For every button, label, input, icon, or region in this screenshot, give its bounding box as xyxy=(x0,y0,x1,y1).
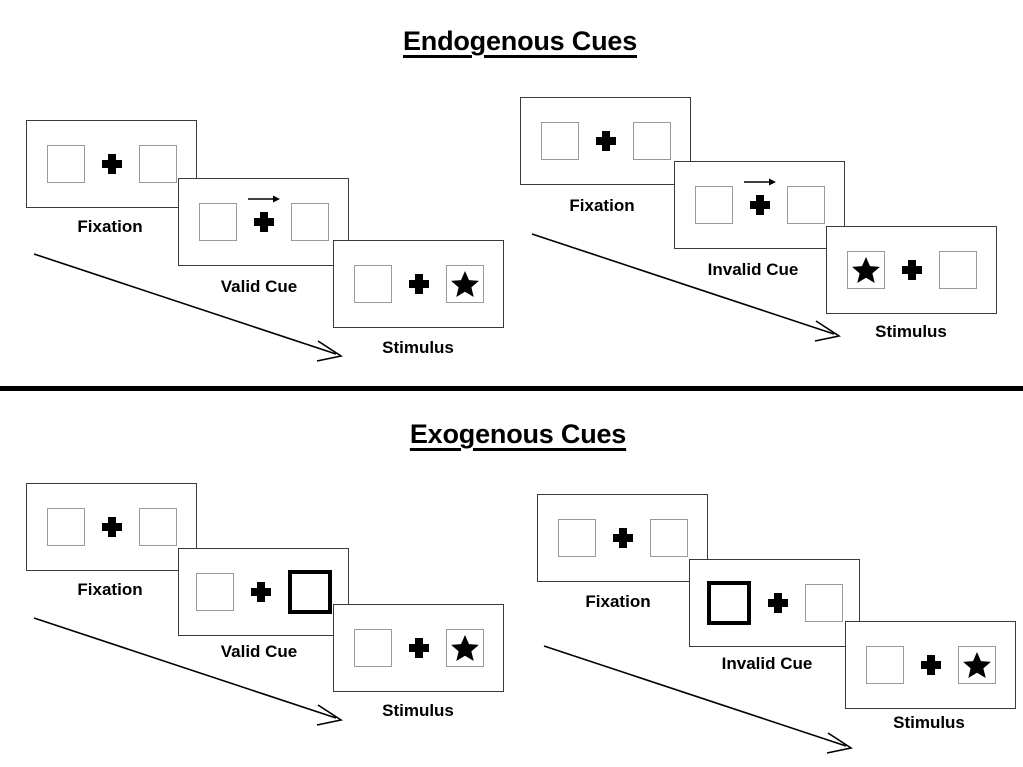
panel-label-stimulus: Stimulus xyxy=(875,322,947,341)
right-box xyxy=(138,508,177,546)
right-box xyxy=(632,122,671,160)
fixation-group xyxy=(234,581,288,603)
panel-endogenous-valid-fixation xyxy=(26,120,197,208)
plus-icon xyxy=(595,130,617,152)
fixation-group xyxy=(85,153,139,175)
panel-endogenous-invalid-fixation xyxy=(520,97,691,185)
panel-label-fixation: Fixation xyxy=(569,196,635,215)
left-box-target xyxy=(846,251,885,289)
plus-icon xyxy=(250,581,272,603)
right-box xyxy=(938,251,977,289)
left-box xyxy=(46,145,85,183)
panel-content xyxy=(27,484,196,570)
right-box xyxy=(804,584,843,622)
plus-icon xyxy=(408,637,430,659)
plus-icon xyxy=(901,259,923,281)
plus-icon xyxy=(101,516,123,538)
fixation-group xyxy=(904,654,958,676)
panel-endogenous-valid-stimulus xyxy=(333,240,504,328)
panel-content xyxy=(179,549,348,635)
panel-content xyxy=(27,121,196,207)
section-divider xyxy=(0,386,1023,391)
fixation-group xyxy=(579,130,633,152)
star-icon xyxy=(962,652,991,678)
time-arrow-icon xyxy=(33,253,344,362)
panel-content xyxy=(334,605,503,691)
panel-exogenous-invalid-fixation xyxy=(537,494,708,582)
panel-label-fixation: Fixation xyxy=(77,580,143,599)
panel-label-valid-cue: Valid Cue xyxy=(220,277,298,296)
panel-endogenous-invalid-cue xyxy=(674,161,845,249)
panel-content xyxy=(690,560,859,646)
star-icon xyxy=(450,635,479,661)
panel-content xyxy=(334,241,503,327)
fixation-group xyxy=(237,195,291,233)
fixation-group xyxy=(751,592,805,614)
panel-label-invalid-cue: Invalid Cue xyxy=(707,260,799,279)
star-icon xyxy=(450,271,479,297)
panel-content xyxy=(827,227,996,313)
star-icon xyxy=(851,257,880,283)
panel-content xyxy=(179,179,348,265)
panel-exogenous-valid-cue xyxy=(178,548,349,636)
section-title-exogenous: Exogenous Cues xyxy=(409,419,627,449)
right-box-cued xyxy=(287,570,332,614)
plus-icon xyxy=(920,654,942,676)
arrow-right-icon xyxy=(743,178,776,186)
panel-exogenous-invalid-cue xyxy=(689,559,860,647)
arrow-right-icon xyxy=(247,195,280,203)
plus-icon xyxy=(253,211,275,233)
right-box xyxy=(786,186,825,224)
plus-icon xyxy=(767,592,789,614)
panel-label-stimulus: Stimulus xyxy=(382,701,454,720)
panel-exogenous-valid-fixation xyxy=(26,483,197,571)
panel-label-fixation: Fixation xyxy=(585,592,651,611)
right-box-target xyxy=(445,265,484,303)
left-box-cued xyxy=(706,581,751,625)
right-box xyxy=(138,145,177,183)
panel-label-valid-cue: Valid Cue xyxy=(220,642,298,661)
right-box-target xyxy=(445,629,484,667)
panel-exogenous-invalid-stimulus xyxy=(845,621,1016,709)
panel-endogenous-valid-cue xyxy=(178,178,349,266)
section-title-endogenous: Endogenous Cues xyxy=(402,26,638,56)
fixation-group xyxy=(596,527,650,549)
panel-endogenous-invalid-stimulus xyxy=(826,226,997,314)
plus-icon xyxy=(408,273,430,295)
time-arrow-icon xyxy=(531,233,842,342)
plus-icon xyxy=(101,153,123,175)
left-box xyxy=(353,629,392,667)
left-box xyxy=(557,519,596,557)
panel-label-stimulus: Stimulus xyxy=(382,338,454,357)
fixation-group xyxy=(85,516,139,538)
panel-exogenous-valid-stimulus xyxy=(333,604,504,692)
left-box xyxy=(46,508,85,546)
right-box-target xyxy=(957,646,996,684)
panel-content xyxy=(521,98,690,184)
plus-icon xyxy=(749,194,771,216)
time-arrow-icon xyxy=(33,617,344,726)
left-box xyxy=(198,203,237,241)
panel-content xyxy=(846,622,1015,708)
time-arrow-icon xyxy=(543,645,854,754)
left-box xyxy=(195,573,234,611)
right-box xyxy=(290,203,329,241)
fixation-group xyxy=(885,259,939,281)
panel-content xyxy=(538,495,707,581)
left-box xyxy=(353,265,392,303)
fixation-group xyxy=(392,273,446,295)
plus-icon xyxy=(612,527,634,549)
panel-label-fixation: Fixation xyxy=(77,217,143,236)
panel-label-stimulus: Stimulus xyxy=(893,713,965,732)
left-box xyxy=(540,122,579,160)
panel-content xyxy=(675,162,844,248)
left-box xyxy=(865,646,904,684)
left-box xyxy=(694,186,733,224)
right-box xyxy=(649,519,688,557)
panel-label-invalid-cue: Invalid Cue xyxy=(721,654,813,673)
fixation-group xyxy=(733,178,787,216)
fixation-group xyxy=(392,637,446,659)
